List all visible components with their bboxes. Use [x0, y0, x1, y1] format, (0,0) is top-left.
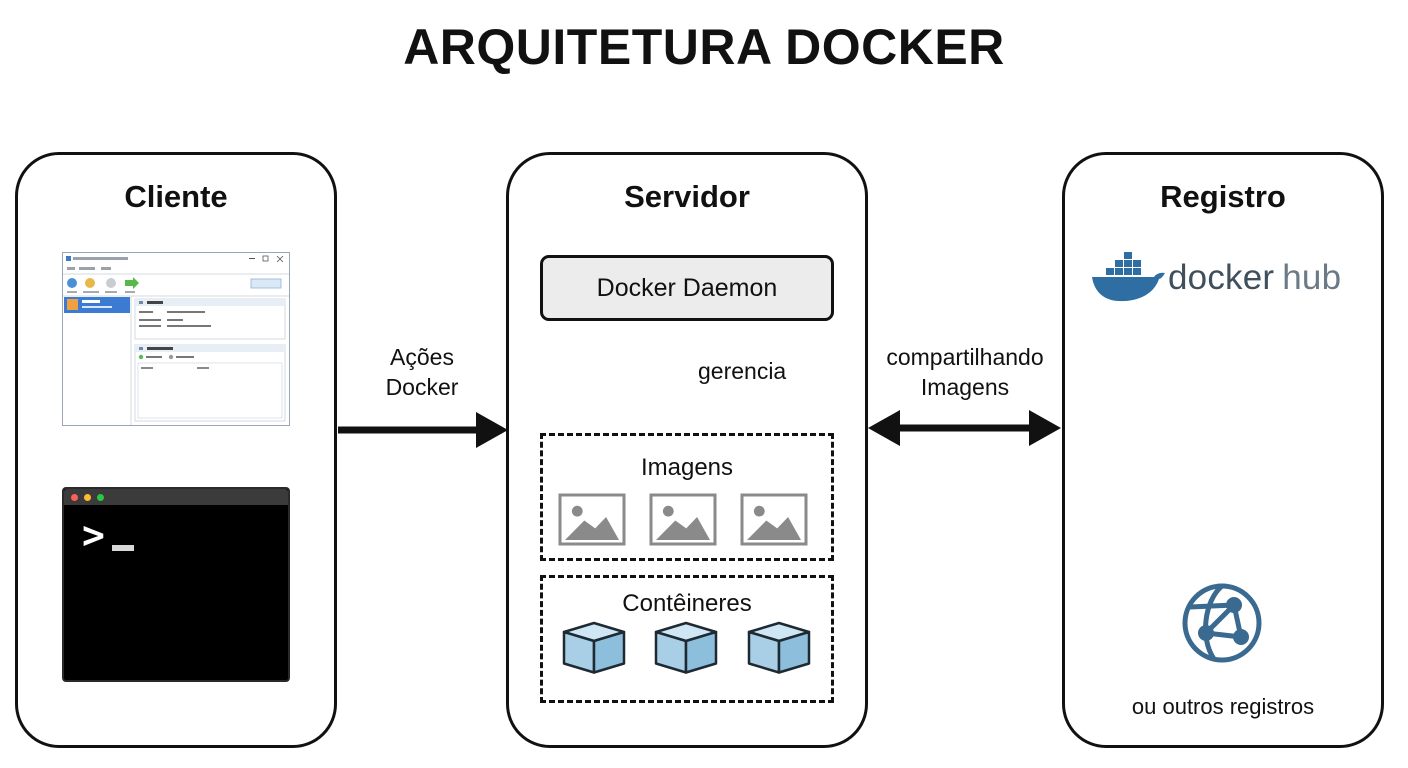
edge-label-client-server-line1: Ações — [390, 344, 454, 370]
docker-daemon-box: Docker Daemon — [540, 255, 834, 321]
images-section-label: Imagens — [640, 454, 734, 481]
edge-label-server-registry-line1: compartilhando — [886, 344, 1044, 370]
docker-hub-word2: hub — [1282, 258, 1342, 297]
container-cube-icon — [562, 621, 626, 674]
terminal-close-icon — [71, 494, 78, 501]
servidor-title: Servidor — [624, 179, 750, 214]
edge-label-client-server-line2: Docker — [385, 374, 459, 400]
arrowhead-to-server — [868, 410, 900, 446]
arrowhead-to-registry — [1029, 410, 1061, 446]
toolbar-discard-icon — [106, 278, 116, 288]
diagram-title: ARQUITETURA DOCKER — [403, 19, 1005, 75]
toolbar-new-icon — [67, 278, 77, 288]
terminal-titlebar — [64, 489, 288, 505]
container-cube-icon — [747, 621, 811, 674]
toolbar-settings-icon — [85, 278, 95, 288]
containers-section-label: Contêineres — [622, 590, 752, 617]
server-image-icon — [740, 493, 808, 546]
edge-label-server-registry-line2: Imagens — [920, 374, 1010, 400]
registro-title: Registro — [1160, 179, 1286, 214]
edge-label-server-registry: compartilhando Imagens — [868, 342, 1062, 402]
docker-whale-icon — [1092, 252, 1165, 302]
terminal-prompt: > — [82, 513, 105, 557]
terminal-minimize-icon — [84, 494, 91, 501]
other-registries-label: ou outros registros — [1131, 694, 1315, 719]
terminal-maximize-icon — [97, 494, 104, 501]
arrowhead-client-to-server — [476, 412, 508, 448]
docker-hub-word1: docker — [1168, 258, 1275, 297]
toolbar-start-icon — [125, 277, 139, 289]
container-cube-icon — [654, 621, 718, 674]
manages-label: gerencia — [698, 358, 787, 384]
docker-daemon-label: Docker Daemon — [596, 273, 778, 302]
edge-label-client-server: Ações Docker — [352, 342, 492, 402]
gui-window-graphic — [63, 253, 289, 425]
server-image-icon — [558, 493, 626, 546]
globe-network-icon — [1182, 583, 1262, 663]
registro-panel: Registro — [1062, 152, 1384, 748]
terminal-window: > — [62, 487, 290, 682]
server-image-icon — [649, 493, 717, 546]
terminal-cursor — [112, 545, 134, 551]
cliente-title: Cliente — [124, 179, 228, 214]
gui-window — [62, 252, 290, 426]
